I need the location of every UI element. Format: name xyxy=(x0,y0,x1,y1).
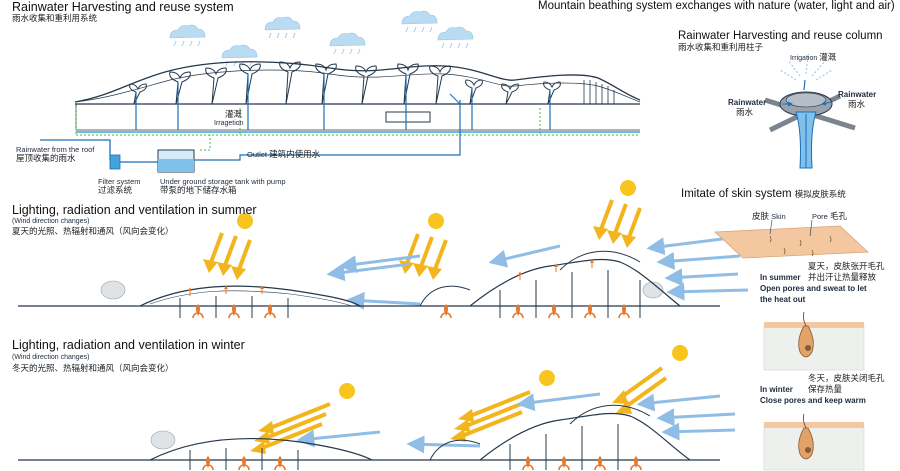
pore-label: Pore 毛孔 xyxy=(812,212,847,222)
building-section xyxy=(18,404,720,470)
pore-icon xyxy=(769,235,832,257)
roof-label: Rainwater from the roof xyxy=(16,145,95,154)
heat-arrows xyxy=(188,259,594,296)
summer-skin-zh-1: 夏天，皮肤张开毛孔 xyxy=(808,262,885,272)
rainwater-right-zh: 雨水 xyxy=(848,100,866,110)
wind-arrows xyxy=(296,392,736,454)
skin-layer xyxy=(714,225,869,259)
winter-section xyxy=(18,345,736,471)
rainwater-right: Rainwater xyxy=(838,90,877,99)
tree-icon xyxy=(100,280,126,300)
irrigation-zh: 灌溉 xyxy=(225,110,243,120)
sun-icon xyxy=(339,383,355,399)
skin-block-summer xyxy=(763,325,865,371)
wind-arrows xyxy=(326,236,749,310)
winter-title: Lighting, radiation and ventilation in w… xyxy=(12,338,245,352)
rainwater-left-zh: 雨水 xyxy=(736,108,754,118)
sun-icon xyxy=(237,213,253,229)
summer-sub-zh: 夏天的光照、热辐射和通风（风向会变化） xyxy=(12,227,174,237)
irrigation-line xyxy=(75,108,640,151)
summer-sub: (Wind direction changes) xyxy=(12,218,90,225)
summer-title: Lighting, radiation and ventilation in s… xyxy=(12,203,257,217)
tree-icon xyxy=(642,281,664,299)
tank-label-zh: 带泵的地下储存水箱 xyxy=(160,186,237,196)
header-right: Mountain beathing system exchanges with … xyxy=(538,0,895,12)
roof-canopy xyxy=(74,61,641,103)
rainwater-left: Rainwater xyxy=(728,98,767,107)
filter-box xyxy=(109,154,121,170)
filter-label-zh: 过滤系统 xyxy=(98,186,133,196)
filter-label: Filter system xyxy=(98,177,141,186)
harvest-title-zh: 雨水收集和重利用系统 xyxy=(12,14,98,24)
interior-room xyxy=(385,111,431,123)
sun-icon xyxy=(672,345,688,361)
winter-skin-zh-1: 冬天，皮肤关闭毛孔 xyxy=(808,374,885,384)
sun-icon xyxy=(620,180,636,196)
column-irrigation: Irrigation 灌溉 xyxy=(790,53,837,63)
irrigation-spray xyxy=(779,55,833,81)
winter-skin-text: Close pores and keep warm xyxy=(760,396,866,405)
skin-label: 皮肤 Skin xyxy=(752,212,786,222)
outlet-label: Outlet 建筑内使用水 xyxy=(247,150,321,160)
downpipe xyxy=(135,74,551,130)
sunlight-arrows xyxy=(201,198,642,282)
building-section xyxy=(18,250,720,318)
cloud-icon xyxy=(169,10,474,67)
canopy-ribs xyxy=(583,80,615,104)
winter-sub: (Wind direction changes) xyxy=(12,354,90,361)
heat-icon xyxy=(202,455,642,471)
column-title-zh: 雨水收集和重利用柱子 xyxy=(678,43,764,53)
sun-icon xyxy=(428,213,444,229)
column-detail xyxy=(764,55,856,169)
harvest-section xyxy=(40,10,641,173)
summer-skin-text-2: the heat out xyxy=(760,295,806,304)
tree-icon xyxy=(150,430,176,450)
skin-section xyxy=(714,219,869,471)
harvest-title: Rainwater Harvesting and reuse system xyxy=(12,0,234,14)
winter-skin-label: In winter xyxy=(760,385,793,394)
summer-skin-label: In summer xyxy=(760,273,801,282)
sun-icon xyxy=(539,370,555,386)
summer-skin-zh-2: 并出汗让热量释放 xyxy=(808,273,877,283)
winter-sub-zh: 冬天的光照、热辐射和通风（风向会变化） xyxy=(12,364,174,374)
column-title: Rainwater Harvesting and reuse column xyxy=(678,30,883,42)
skin-title: Imitate of skin system 模拟皮肤系统 xyxy=(681,188,846,200)
winter-skin-zh-2: 保存热量 xyxy=(808,385,843,395)
outlet-pipe xyxy=(194,100,461,161)
sunlight-arrows xyxy=(261,366,668,450)
skin-block-winter xyxy=(763,425,865,471)
summer-section xyxy=(18,180,749,319)
roof-label-zh: 屋顶收集的雨水 xyxy=(16,154,76,164)
irrigation-label: Irragetion xyxy=(214,120,244,127)
column-icon xyxy=(129,61,561,105)
tank-label: Under ground storage tank with pump xyxy=(160,177,286,186)
summer-skin-text-1: Open pores and sweat to let xyxy=(760,284,867,293)
